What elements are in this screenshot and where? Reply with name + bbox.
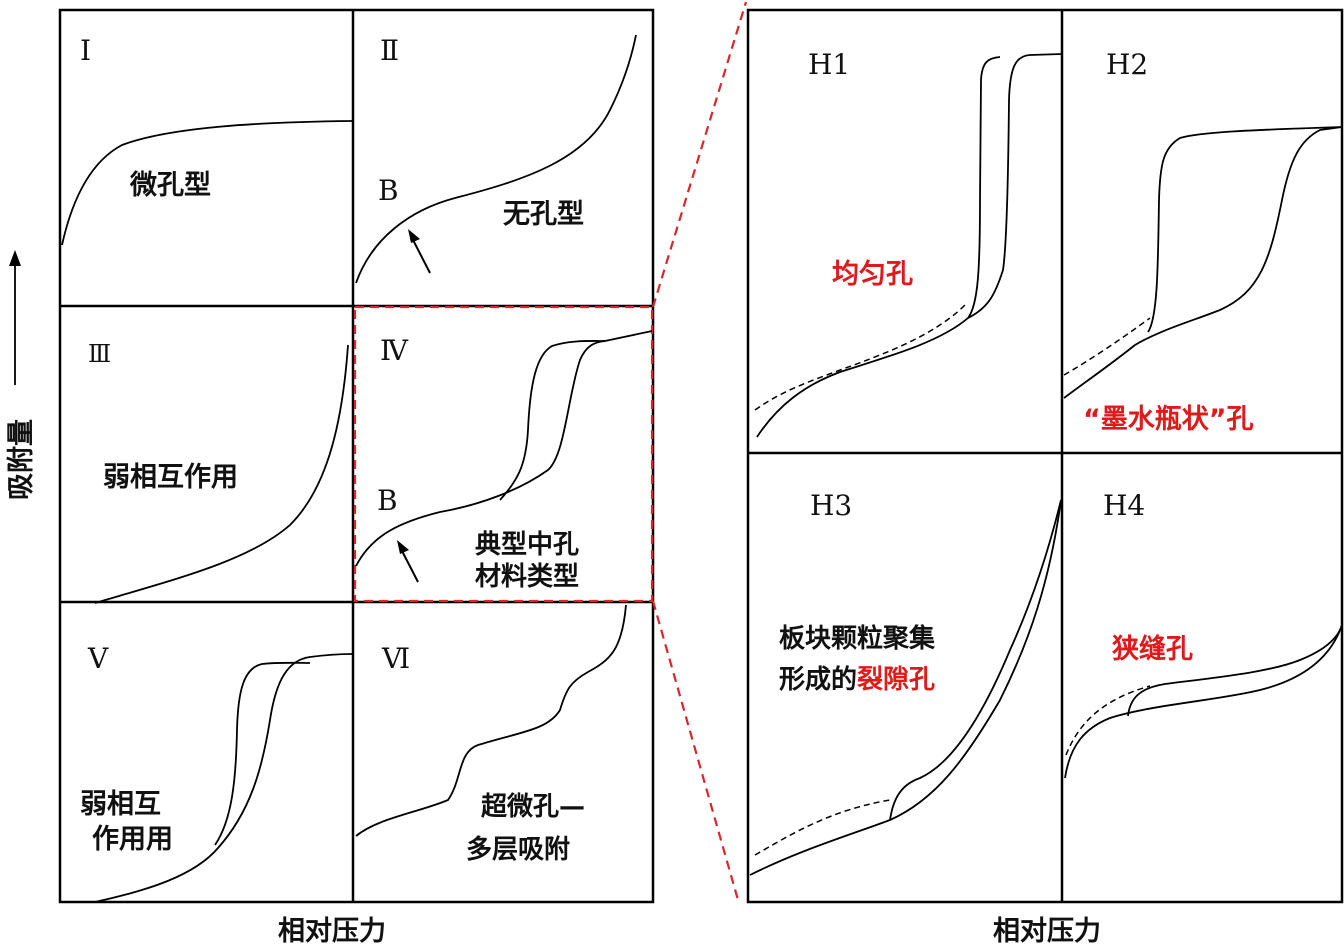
panel-iv-adsorption-curve [355, 330, 653, 567]
panel-iv-desc-line2: 材料类型 [475, 562, 579, 592]
panel-vi-numeral: Ⅵ [381, 642, 410, 675]
connector-top [651, 1, 748, 308]
h2-desc-post: 孔 [1227, 404, 1254, 435]
panel-v-desorption-curve [214, 661, 311, 846]
y-axis-label: 吸附量 [6, 419, 37, 500]
panel-v-desc-line2: 作用用 [92, 824, 173, 855]
h2-desc-pre: “墨水瓶状” [1083, 404, 1227, 435]
panel-i-curve [61, 120, 353, 246]
h3-title: H3 [810, 489, 852, 522]
panel-v-numeral: Ⅴ [87, 642, 109, 675]
panel-vi-desc-line1: 超微孔— [481, 791, 585, 822]
h3-desc-line2: 形成的裂隙孔 [779, 664, 935, 695]
panel-v-adsorption-curve [94, 653, 353, 903]
h2-desorption-curve [1147, 126, 1343, 333]
panel-iv-point-b: B [377, 484, 398, 517]
h2-title: H2 [1106, 48, 1148, 81]
right-x-axis-label: 相对压力 [993, 916, 1101, 945]
panel-i-numeral: I [80, 34, 91, 67]
panel-iv-arrow-icon [397, 540, 419, 583]
panel-ii-arrow-icon [408, 229, 431, 274]
h2-desc: “墨水瓶状”孔 [1083, 404, 1254, 435]
h3-desc-line2-red: 裂隙孔 [857, 665, 935, 695]
h1-adsorption-curve [756, 56, 1001, 438]
h1-desorption-curve [967, 53, 1063, 319]
h1-title: H1 [808, 48, 850, 81]
right-grid-frame [746, 8, 1344, 904]
h4-adsorption-curve [1064, 624, 1343, 779]
panel-ii-numeral: Ⅱ [380, 34, 399, 67]
panel-vi-desc-line2: 多层吸附 [466, 835, 570, 865]
panel-ii-point-b: B [378, 174, 399, 207]
h2-adsorption-curve [1063, 126, 1343, 399]
panel-iv-numeral: Ⅳ [380, 334, 409, 367]
left-grid-frame [58, 8, 655, 904]
h2-dashed-curve [1063, 317, 1151, 376]
h1-desc: 均匀孔 [832, 259, 913, 290]
h3-dashed-curve [754, 799, 891, 856]
connector-bottom [651, 600, 740, 901]
h4-desorption-curve [1127, 624, 1343, 717]
h1-dashed-curve [754, 304, 966, 411]
left-x-axis-label: 相对压力 [278, 916, 386, 945]
panel-v-desc-line1: 弱相互 [80, 789, 161, 820]
panel-iv-desorption-curve [499, 340, 606, 501]
panel-iv-desc-line1: 典型中孔 [475, 530, 579, 560]
panel-ii-curve [355, 34, 637, 284]
y-axis-arrow-icon [9, 250, 21, 385]
h4-title: H4 [1103, 489, 1145, 522]
panel-i-desc: 微孔型 [129, 170, 211, 201]
h4-dashed-curve [1065, 685, 1151, 756]
y-axis-label-group: 吸附量 [6, 419, 37, 500]
h3-desc-line2-pre: 形成的 [779, 664, 857, 695]
panel-iv-highlight [353, 305, 654, 603]
h4-desc: 狭缝孔 [1111, 633, 1193, 665]
h3-desc-line1: 板块颗粒聚集 [779, 623, 936, 654]
h3-adsorption-curve [749, 499, 1062, 876]
panel-iii-numeral: Ⅲ [88, 340, 111, 368]
panel-ii-desc: 无孔型 [503, 199, 584, 230]
panel-iii-curve [94, 344, 349, 604]
panel-iii-desc: 弱相互作用 [103, 462, 238, 493]
h3-desorption-curve [889, 499, 1062, 821]
panel-vi-curve [355, 604, 627, 837]
